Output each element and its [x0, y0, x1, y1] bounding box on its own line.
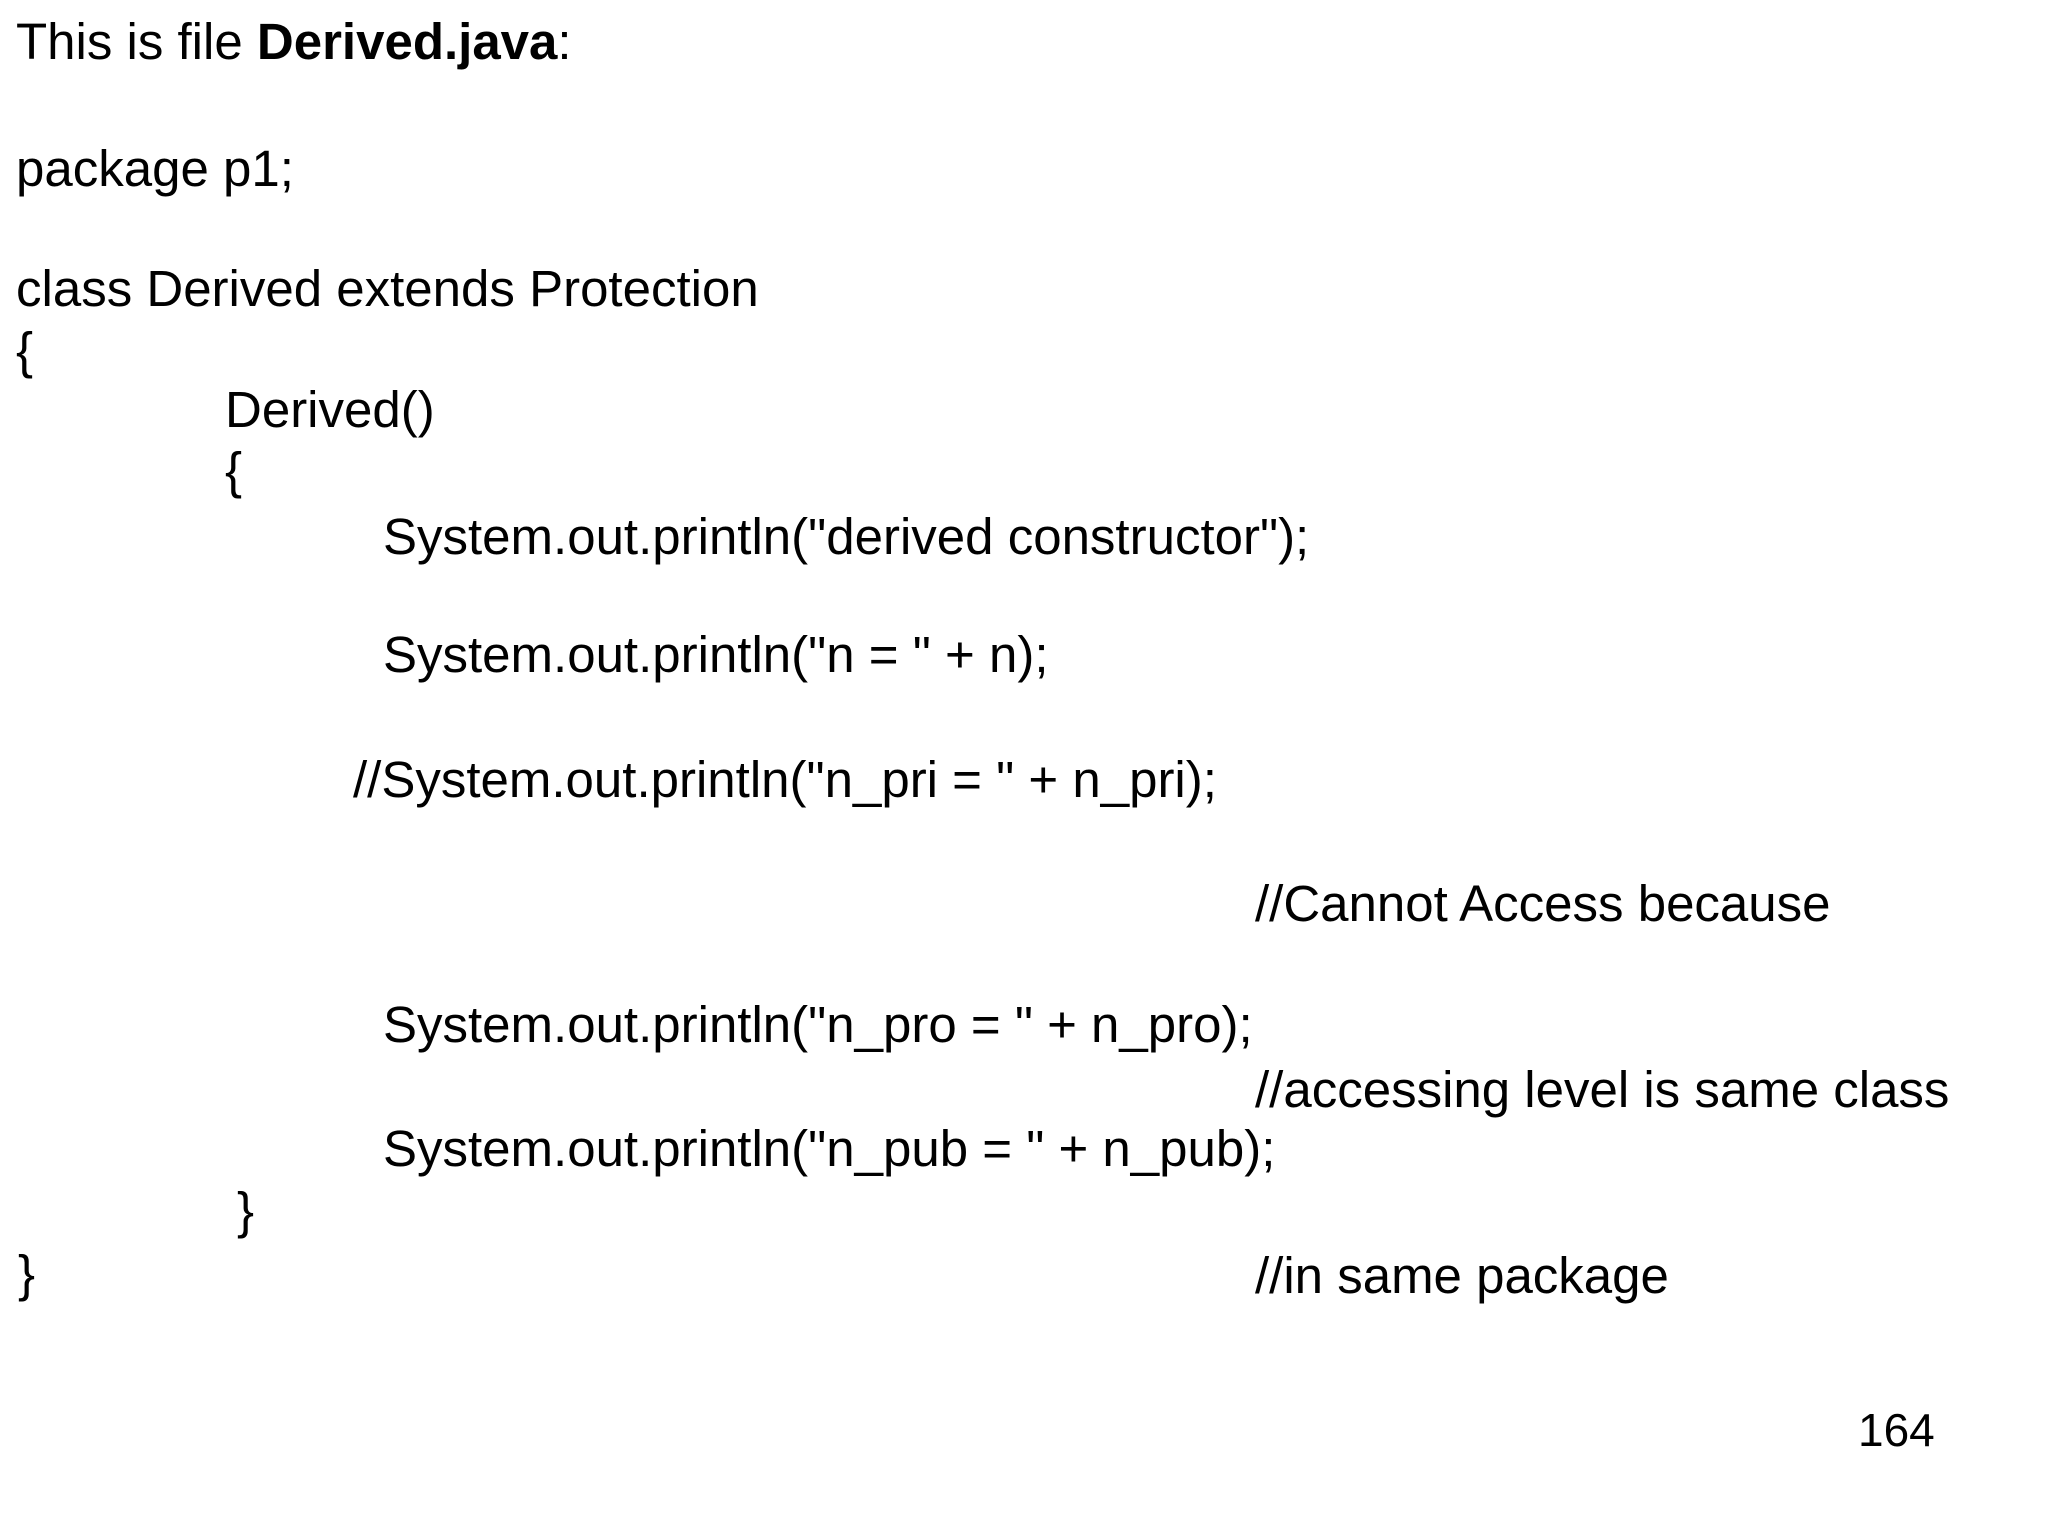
code-line-class-declaration: class Derived extends Protection — [16, 260, 759, 317]
side-comment-line-3: //in same package — [1255, 1247, 1669, 1304]
code-line-constructor-open-brace: { — [225, 442, 243, 499]
side-comment-line-2: //accessing level is same class — [1255, 1061, 1950, 1118]
side-comment-line-1: //Cannot Access because — [1255, 875, 1831, 932]
slide-title: This is file Derived.java: — [16, 11, 572, 73]
code-line-println-n-pro: System.out.println("n_pro = " + n_pro); — [383, 996, 1253, 1053]
code-line-println-n: System.out.println("n = " + n); — [383, 626, 1049, 683]
title-filename: Derived.java — [256, 13, 558, 70]
page-number: 164 — [1858, 1404, 1935, 1456]
title-prefix: This is file — [16, 13, 257, 70]
code-line-class-close-brace: } — [18, 1245, 36, 1302]
code-line-println-n-pub: System.out.println("n_pub = " + n_pub); — [383, 1120, 1276, 1177]
code-line-package: package p1; — [16, 140, 294, 197]
code-line-println-derived-constructor: System.out.println("derived constructor"… — [383, 508, 1310, 565]
code-line-class-open-brace: { — [16, 322, 34, 379]
code-line-constructor-close-brace: } — [237, 1182, 255, 1239]
code-line-constructor-signature: Derived() — [225, 381, 435, 438]
title-suffix: : — [557, 13, 572, 70]
code-line-println-n-pri-commented: //System.out.println("n_pri = " + n_pri)… — [353, 751, 1217, 808]
side-comment-block: //Cannot Access because //accessing leve… — [1255, 749, 1949, 1431]
